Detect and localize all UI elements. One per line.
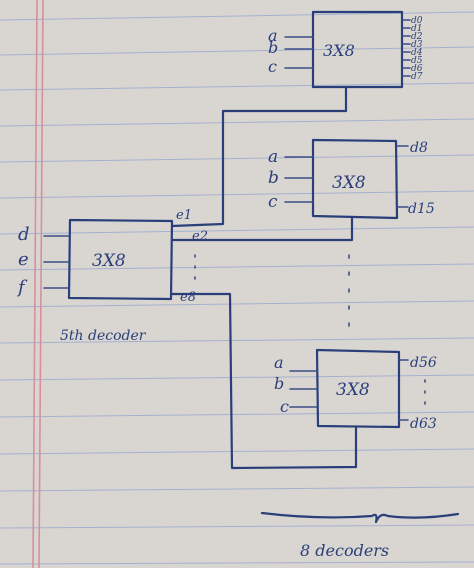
input-label-b: b	[274, 374, 284, 393]
ruled-lines	[0, 11, 474, 565]
output-label-e8: e8	[180, 290, 196, 305]
margin-line-left	[32, 0, 38, 568]
margin-line-right	[38, 0, 44, 568]
decoder-2: 3X8 a b c d8 d15	[268, 138, 435, 220]
decoder-1-label: 3X8	[323, 41, 355, 60]
decoder-1-box	[311, 10, 404, 89]
output-label-d2: d2	[411, 32, 423, 42]
input-label-a: a	[268, 147, 278, 167]
decoder-3-label: 3X8	[336, 380, 370, 400]
wire-e1	[170, 85, 348, 228]
decoder-1: 3X8 a b c d0 d1 d2 d3 d4 d5 d6 d7	[268, 10, 423, 89]
output-label-d5: d5	[411, 56, 423, 66]
input-label-b: b	[268, 168, 279, 188]
decoder-3: 3X8 a b c d56 d63	[274, 348, 437, 432]
output-label-d0: d0	[411, 16, 423, 26]
input-label-c: c	[280, 397, 289, 416]
wire-e8	[169, 292, 358, 470]
output-label-d56: d56	[410, 355, 437, 371]
curly-brace	[260, 511, 460, 524]
decoder-1-outputs: d0 d1 d2 d3 d4 d5 d6 d7	[401, 16, 423, 82]
input-label-d: d	[18, 224, 30, 245]
input-label-a: a	[274, 353, 284, 372]
enable-wires	[169, 85, 358, 470]
output-label-d15: d15	[408, 201, 435, 217]
output-label-d3: d3	[411, 40, 423, 50]
decoder-2-box	[311, 138, 399, 220]
output-label-d63: d63	[410, 416, 437, 432]
decoder-main: 3X8 d e f e1 e2 e8 5th decoder	[16, 208, 208, 344]
output-label-d6: d6	[411, 64, 423, 74]
wire-e2	[170, 215, 354, 242]
decoder-2-label: 3X8	[332, 173, 366, 193]
footer-caption: 8 decoders	[300, 541, 389, 560]
output-label-d1: d1	[411, 24, 423, 34]
decoder-main-box	[67, 218, 174, 301]
output-label-d4: d4	[411, 48, 423, 58]
output-label-d7: d7	[411, 72, 423, 82]
decoder-3-box	[315, 348, 401, 429]
input-label-b: b	[268, 38, 278, 57]
output-label-e1: e1	[176, 208, 192, 223]
input-label-e: e	[18, 249, 29, 270]
input-label-c: c	[268, 192, 278, 212]
input-label-c: c	[268, 57, 277, 76]
input-label-f: f	[16, 277, 28, 298]
input-label-a: a	[268, 26, 278, 45]
output-label-d8: d8	[410, 140, 428, 156]
decoder-main-caption: 5th decoder	[60, 328, 147, 344]
decoder-main-label: 3X8	[92, 251, 126, 271]
output-label-e2: e2	[192, 229, 208, 244]
